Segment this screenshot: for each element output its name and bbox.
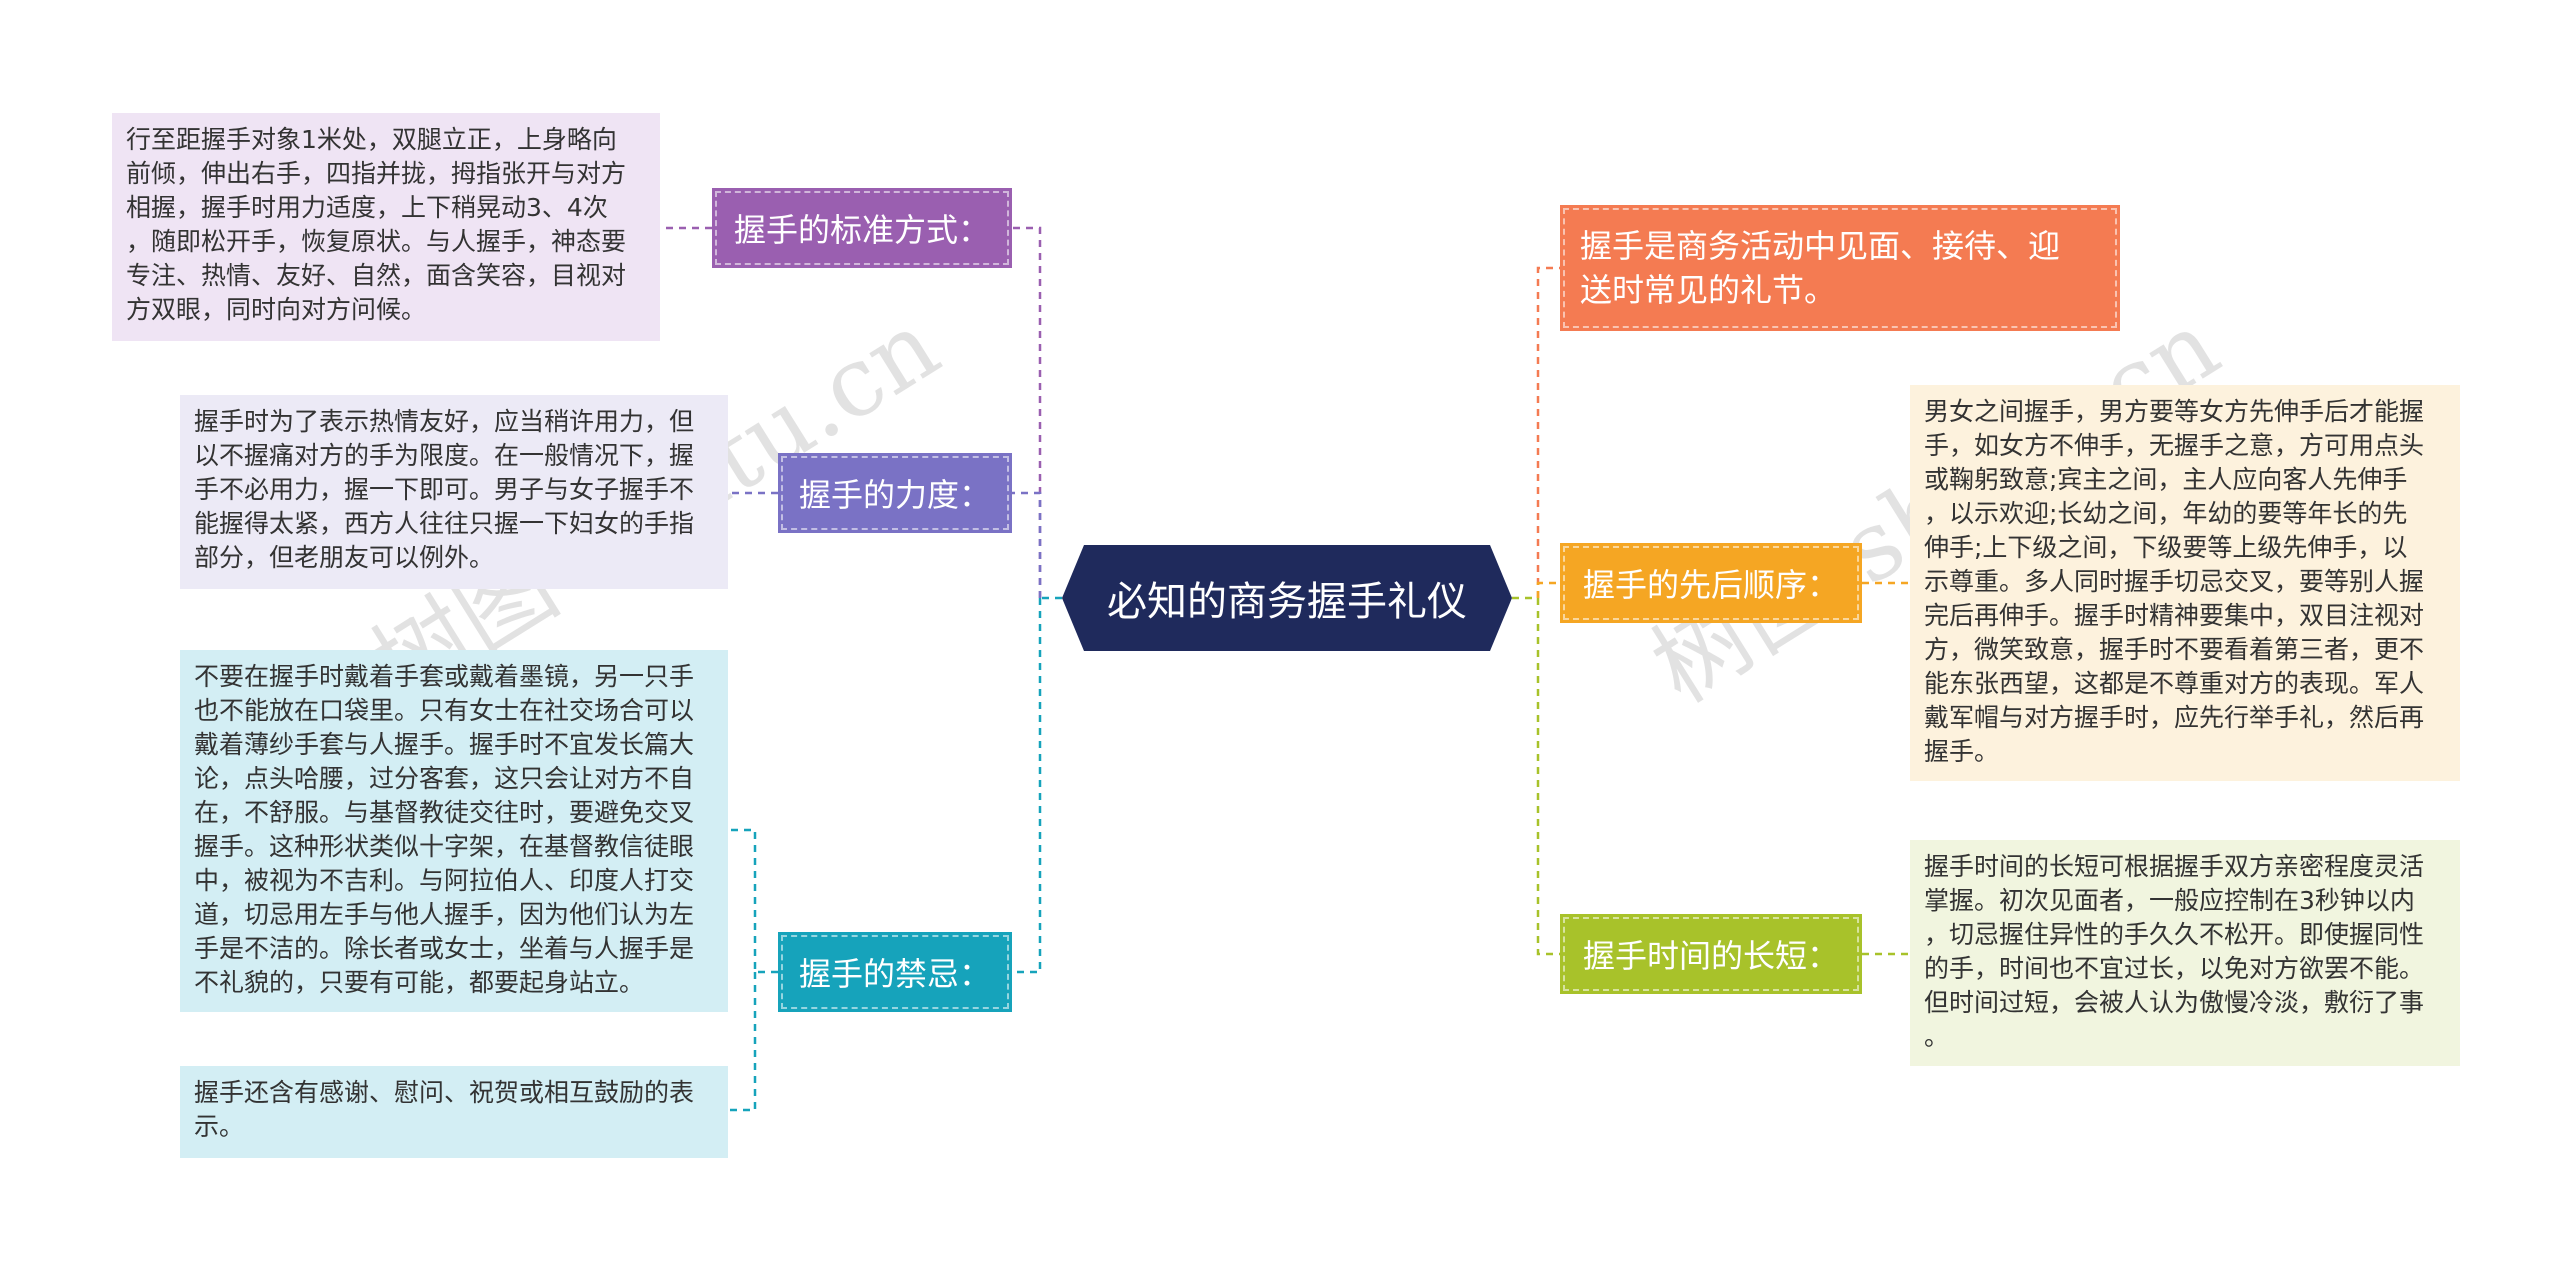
branch-time[interactable]: 握手时间的长短： [1560, 914, 1862, 994]
branch-standard-way[interactable]: 握手的标准方式： [712, 188, 1012, 268]
note-time: 握手时间的长短可根据握手双方亲密程度灵活 掌握。初次见面者，一般应控制在3秒钟以… [1910, 840, 2460, 1066]
note-taboo-extra: 握手还含有感谢、慰问、祝贺或相互鼓励的表 示。 [180, 1066, 728, 1158]
branch-order[interactable]: 握手的先后顺序： [1560, 543, 1862, 623]
note-force: 握手时为了表示热情友好，应当稍许用力，但 以不握痛对方的手为限度。在一般情况下，… [180, 395, 728, 589]
branch-intro[interactable]: 握手是商务活动中见面、接待、迎 送时常见的礼节。 [1560, 205, 2120, 331]
branch-force[interactable]: 握手的力度： [778, 453, 1012, 533]
note-taboo: 不要在握手时戴着手套或戴着墨镜，另一只手 也不能放在口袋里。只有女士在社交场合可… [180, 650, 728, 1012]
note-standard-way: 行至距握手对象1米处，双腿立正，上身略向 前倾，伸出右手，四指并拢，拇指张开与对… [112, 113, 660, 341]
center-topic[interactable]: 必知的商务握手礼仪 [1107, 579, 1467, 625]
note-order: 男女之间握手，男方要等女方先伸手后才能握 手，如女方不伸手，无握手之意，方可用点… [1910, 385, 2460, 781]
branch-taboo[interactable]: 握手的禁忌： [778, 932, 1012, 1012]
center-node-shape [1062, 545, 1512, 651]
